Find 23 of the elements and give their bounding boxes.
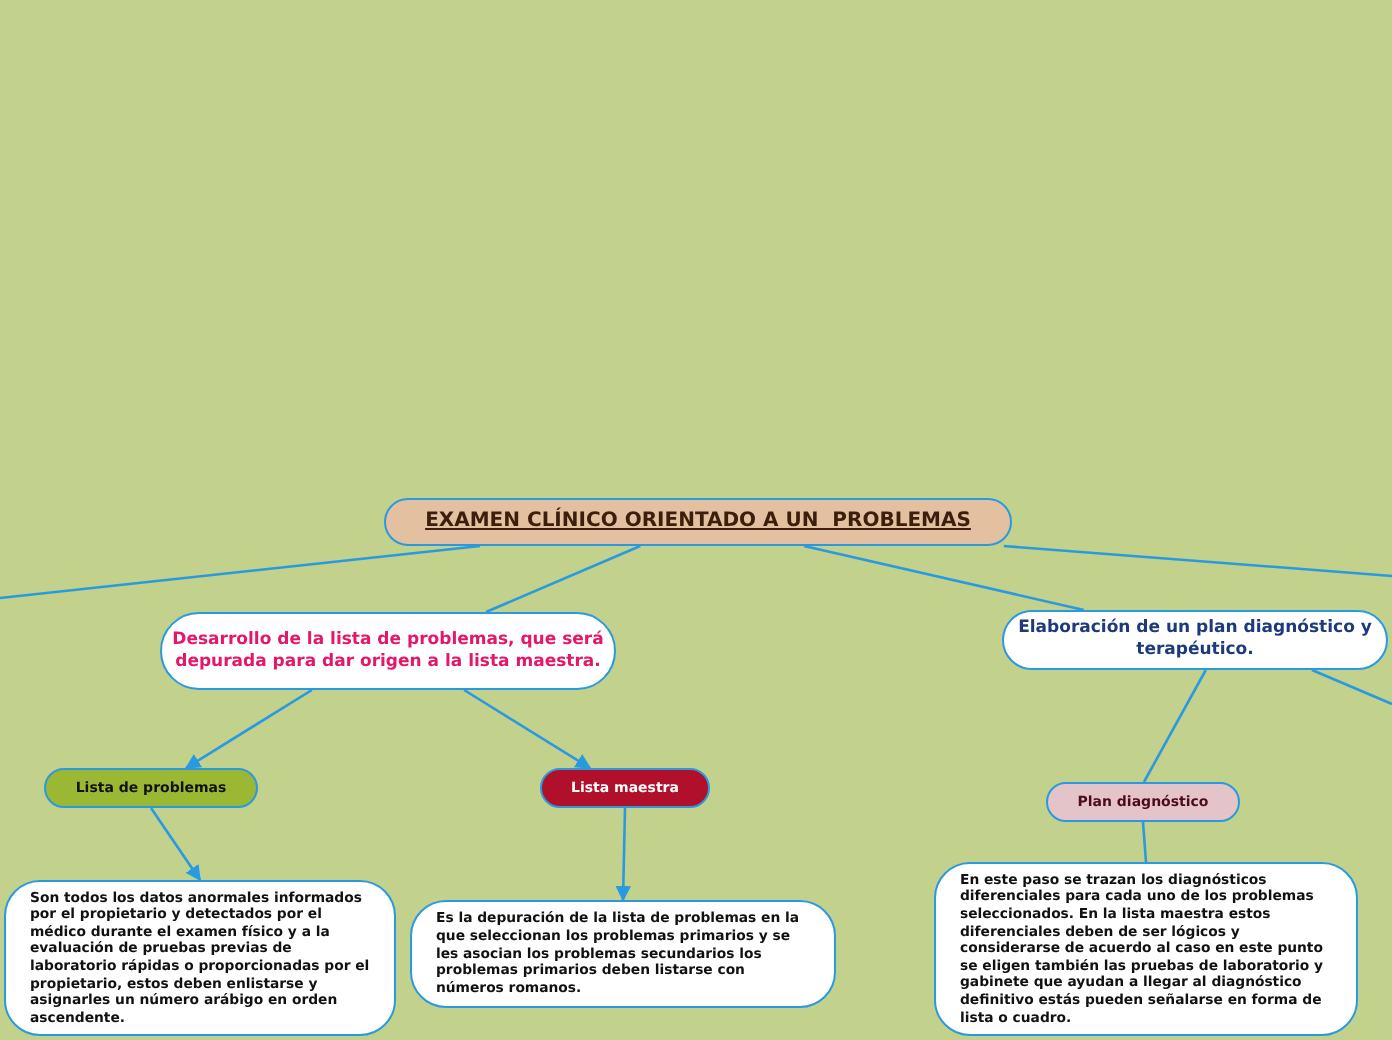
node-text: Elaboración de un plan diagnóstico y terapéutico.: [1016, 618, 1374, 662]
title-box: [384, 498, 1012, 546]
connector: [1311, 668, 1392, 706]
connector: [1003, 544, 1392, 578]
topic-box: [160, 612, 616, 690]
connector: [463, 688, 592, 770]
category-tag: [44, 768, 258, 808]
category-tag: [1046, 782, 1240, 822]
connector: [0, 544, 481, 600]
connector: [149, 807, 202, 882]
node-text: Desarrollo de la lista de problemas, que será depurada para dar origen a la lista maestra.: [170, 629, 606, 673]
connector: [1142, 669, 1207, 783]
description-box: [410, 900, 836, 1008]
node-text: EXAMEN CLÍNICO ORIENTADO A UN PROBLEMAS: [425, 509, 971, 535]
description-box: [934, 862, 1358, 1036]
connector: [803, 544, 1085, 612]
connector: [1141, 821, 1148, 863]
topic-box: [1002, 610, 1388, 670]
connector: [485, 544, 641, 614]
connector: [184, 688, 313, 770]
connector: [615, 807, 632, 902]
description-box: [4, 880, 396, 1036]
category-tag: [540, 768, 710, 808]
